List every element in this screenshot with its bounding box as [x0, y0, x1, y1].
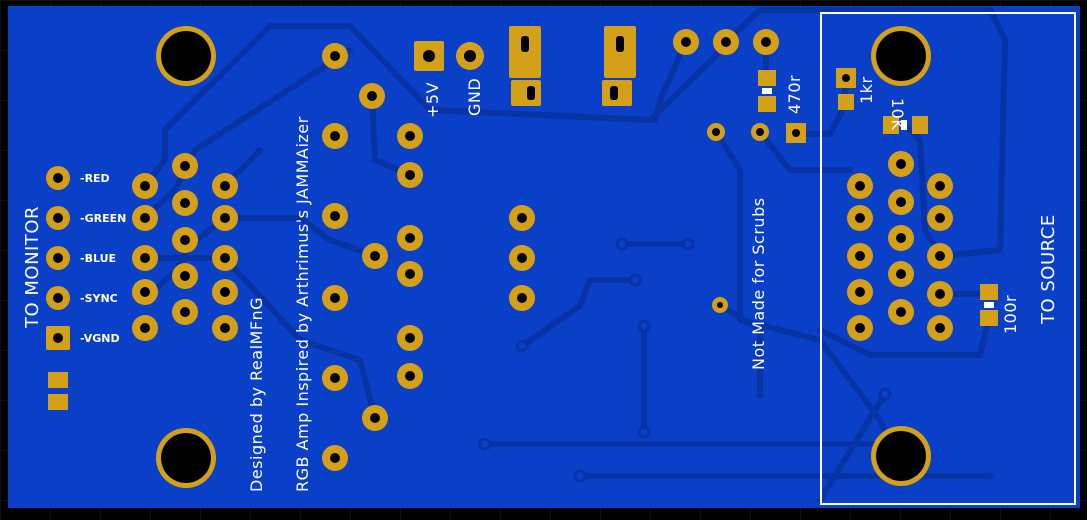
- pin-label-vgnd: -VGND: [80, 332, 120, 345]
- mounting-holes: [156, 26, 931, 488]
- source-outline-box: [820, 12, 1076, 505]
- r1k-label: 1kr: [857, 76, 876, 104]
- not-made-label: Not Made for Scrubs: [749, 197, 768, 370]
- pin-labels: -RED -GREEN -BLUE -SYNC -VGND: [80, 172, 126, 345]
- to-monitor-label: TO MONITOR: [22, 206, 43, 329]
- monitor-db15-drills: [140, 161, 230, 333]
- monitor-connector: [46, 166, 70, 410]
- designed-by-label: Designed by RealMFnG: [247, 297, 266, 492]
- to-source-label: TO SOURCE: [1038, 214, 1059, 325]
- pin-label-green: -GREEN: [80, 212, 126, 225]
- trace-endpoints: [478, 237, 892, 483]
- plus5v-label: +5V: [423, 82, 442, 118]
- r10k-label: 10K: [888, 98, 907, 130]
- smd-switches: [509, 26, 636, 106]
- pin-label-blue: -BLUE: [80, 252, 116, 265]
- pin-label-sync: -SYNC: [80, 292, 118, 305]
- r470-label: 470r: [785, 75, 804, 114]
- inspired-by-label: RGB Amp Inspired by Arthrimus's JAMMAize…: [293, 116, 312, 492]
- component-drills: [330, 37, 771, 463]
- gnd-label: GND: [465, 78, 484, 116]
- smd-resistors: [758, 68, 998, 326]
- pin-label-red: -RED: [80, 172, 110, 185]
- r100-label: 100r: [1001, 295, 1020, 334]
- source-db15-drills: [855, 159, 945, 333]
- power-header: [414, 41, 444, 71]
